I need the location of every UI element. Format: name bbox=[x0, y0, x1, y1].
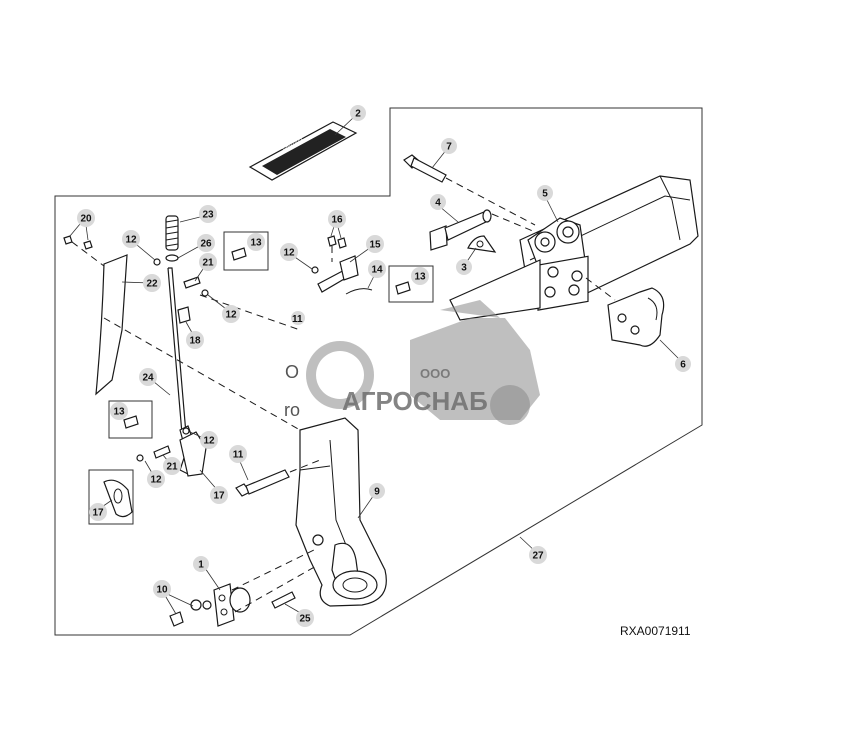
svg-text:13: 13 bbox=[414, 272, 426, 283]
svg-text:4: 4 bbox=[435, 198, 441, 209]
assembly-lines bbox=[103, 277, 616, 431]
spring-part-23 bbox=[165, 215, 179, 251]
callout-12a: 12 bbox=[122, 230, 140, 248]
nut-part-12 bbox=[136, 258, 319, 462]
callout-12d: 12 bbox=[147, 470, 165, 488]
callout-21a: 21 bbox=[199, 253, 217, 271]
bolt-part-11 bbox=[235, 459, 321, 497]
drawbar-frame-part-5 bbox=[449, 175, 699, 321]
agrosnab-watermark: ООО АГРОСНАБ bbox=[306, 300, 540, 425]
callout-9: 9 bbox=[369, 483, 385, 499]
callout-3: 3 bbox=[456, 259, 472, 275]
svg-text:10: 10 bbox=[156, 585, 168, 596]
callout-15: 15 bbox=[366, 235, 384, 253]
callout-10: 10 bbox=[153, 580, 171, 598]
hitch-hook-part-6 bbox=[607, 287, 665, 347]
callouts: 2 7 5 4 3 6 9 27 1 10 25 11 17 17 23 26 … bbox=[77, 105, 691, 627]
svg-text:17: 17 bbox=[213, 491, 225, 502]
partial-text-o: O bbox=[285, 362, 299, 382]
callout-13c: 13 bbox=[110, 402, 128, 420]
watermark-name: АГРОСНАБ bbox=[342, 386, 488, 416]
callout-16: 16 bbox=[328, 210, 346, 228]
callout-25: 25 bbox=[296, 609, 314, 627]
drawing-reference-code: RXA0071911 bbox=[620, 624, 691, 638]
bracket-part-17 bbox=[103, 431, 207, 518]
svg-text:15: 15 bbox=[369, 240, 381, 251]
assembly-boundary bbox=[54, 107, 703, 636]
callout-17b: 17 bbox=[89, 503, 107, 521]
bracket-part-15 bbox=[317, 255, 359, 293]
callout-5: 5 bbox=[537, 185, 553, 201]
callout-7: 7 bbox=[441, 138, 457, 154]
callout-hidden-11: 11 bbox=[292, 314, 303, 325]
callout-6: 6 bbox=[675, 356, 691, 372]
callout-11: 11 bbox=[229, 445, 247, 463]
svg-text:17: 17 bbox=[92, 508, 104, 519]
svg-text:13: 13 bbox=[250, 238, 262, 249]
svg-text:26: 26 bbox=[200, 239, 212, 250]
svg-text:5: 5 bbox=[542, 189, 548, 200]
svg-text:23: 23 bbox=[202, 210, 214, 221]
callout-1: 1 bbox=[193, 556, 209, 572]
callout-leaders bbox=[69, 116, 682, 616]
svg-text:16: 16 bbox=[331, 215, 343, 226]
svg-text:7: 7 bbox=[446, 142, 452, 153]
callout-17a: 17 bbox=[210, 486, 228, 504]
pin-part-4 bbox=[429, 209, 541, 251]
svg-text:6: 6 bbox=[680, 360, 686, 371]
callout-12c: 12 bbox=[200, 431, 218, 449]
callout-2: 2 bbox=[350, 105, 366, 121]
pin-part-18 bbox=[177, 306, 191, 324]
callout-27: 27 bbox=[529, 546, 547, 564]
svg-text:9: 9 bbox=[374, 487, 380, 498]
callout-12b: 12 bbox=[222, 305, 240, 323]
shield-plate-part-22 bbox=[95, 254, 128, 396]
bracket-part-1 bbox=[213, 547, 319, 627]
watermark-prefix: ООО bbox=[420, 366, 450, 381]
svg-text:22: 22 bbox=[146, 279, 158, 290]
cable-part-14 bbox=[345, 288, 373, 295]
callout-20: 20 bbox=[77, 209, 95, 227]
callout-18: 18 bbox=[186, 331, 204, 349]
svg-text:21: 21 bbox=[202, 258, 214, 269]
callout-21b: 21 bbox=[163, 457, 181, 475]
callout-24: 24 bbox=[139, 368, 157, 386]
svg-text:21: 21 bbox=[166, 462, 178, 473]
callout-4: 4 bbox=[430, 194, 446, 210]
svg-text:12: 12 bbox=[225, 310, 237, 321]
fastener-part-10 bbox=[169, 599, 212, 627]
svg-text:14: 14 bbox=[371, 265, 383, 276]
svg-text:2: 2 bbox=[355, 109, 361, 120]
drawbar-arm-part-9 bbox=[295, 417, 387, 607]
screw-part-20 bbox=[63, 235, 105, 267]
callout-13a: 13 bbox=[247, 233, 265, 251]
svg-text:24: 24 bbox=[142, 373, 154, 384]
svg-text:12: 12 bbox=[125, 235, 137, 246]
svg-text:12: 12 bbox=[283, 248, 295, 259]
bolt-part-7 bbox=[403, 154, 536, 226]
callout-12e: 12 bbox=[280, 243, 298, 261]
partial-text-ro: ro bbox=[284, 400, 300, 420]
bolt-part-16 bbox=[327, 235, 347, 262]
svg-text:12: 12 bbox=[203, 436, 215, 447]
detail-box-part-13 bbox=[88, 231, 434, 525]
washer-part-26 bbox=[165, 254, 179, 262]
svg-text:12: 12 bbox=[150, 475, 162, 486]
svg-text:13: 13 bbox=[113, 407, 125, 418]
svg-text:25: 25 bbox=[299, 614, 311, 625]
svg-text:20: 20 bbox=[80, 214, 92, 225]
lock-clip-part-3 bbox=[467, 235, 497, 253]
callout-22: 22 bbox=[143, 274, 161, 292]
callout-13b: 13 bbox=[411, 267, 429, 285]
svg-text:3: 3 bbox=[461, 263, 467, 274]
svg-text:1: 1 bbox=[198, 560, 204, 571]
callout-26: 26 bbox=[197, 234, 215, 252]
callout-14: 14 bbox=[368, 260, 386, 278]
svg-text:11: 11 bbox=[233, 450, 244, 461]
pin-part-25 bbox=[271, 591, 296, 609]
svg-text:18: 18 bbox=[189, 336, 201, 347]
svg-text:27: 27 bbox=[532, 551, 544, 562]
callout-23: 23 bbox=[199, 205, 217, 223]
